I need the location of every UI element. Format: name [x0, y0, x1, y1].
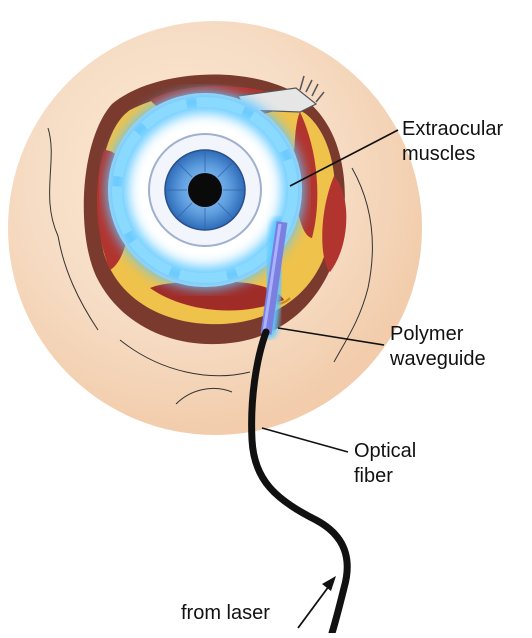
label-polymer-line1: Polymer — [390, 322, 486, 347]
label-extraocular-muscles: Extraocular muscles — [402, 117, 503, 167]
label-optical-line1: Optical — [354, 439, 416, 464]
pupil — [188, 173, 222, 207]
label-extraocular-line1: Extraocular — [402, 117, 503, 142]
label-extraocular-line2: muscles — [402, 142, 503, 167]
label-optical-fiber: Optical fiber — [354, 439, 416, 489]
label-polymer-waveguide: Polymer waveguide — [390, 322, 486, 372]
label-from-laser: from laser — [181, 601, 270, 626]
label-polymer-line2: waveguide — [390, 347, 486, 372]
leader-optical — [262, 428, 348, 452]
label-optical-line2: fiber — [354, 464, 416, 489]
laser-arrow — [298, 576, 336, 628]
